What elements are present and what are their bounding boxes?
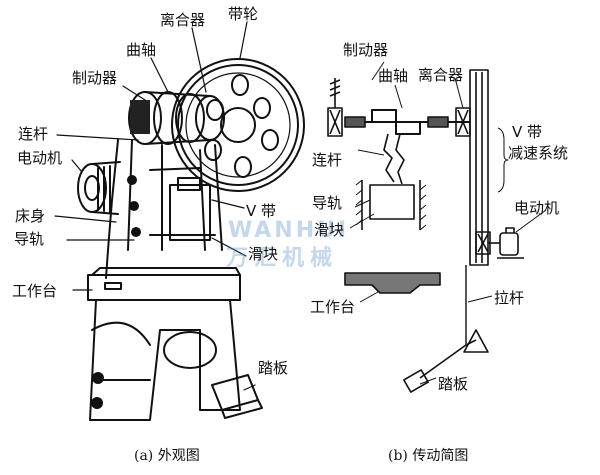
label-guide-rail-b: 导轨 (312, 194, 343, 212)
label-pulley-a: 带轮 (228, 5, 259, 23)
watermark-latin: WANHUI (228, 218, 350, 243)
label-guide-rail-a: 导轨 (14, 230, 45, 248)
worktable-block (87, 267, 241, 301)
label-connecting-rod-a: 连杆 (18, 125, 49, 143)
label-motor-b: 电动机 (514, 199, 560, 217)
label-slider-a: 滑块 (248, 245, 279, 263)
label-pedal-b: 踏板 (438, 375, 469, 393)
label-connecting-rod-b: 连杆 (312, 151, 343, 169)
label-brake-b: 制动器 (343, 41, 389, 59)
watermark-chinese: 万汇机械 (226, 246, 339, 271)
label-crankshaft-b: 曲轴 (378, 67, 409, 85)
label-crankshaft-a: 曲轴 (126, 41, 157, 59)
pedal-plate (211, 374, 263, 419)
caption-exterior-view: (a) 外观图 (134, 448, 200, 464)
label-reduction-system-b: 减速系统 (508, 144, 569, 162)
label-bed-a: 床身 (15, 207, 46, 225)
label-clutch-b: 离合器 (418, 66, 464, 84)
label-slider-b: 滑块 (314, 221, 345, 239)
label-v-belt-a: V 带 (246, 202, 277, 220)
label-brake-a: 制动器 (72, 69, 118, 87)
label-clutch-a: 离合器 (160, 11, 206, 29)
label-pedal-a: 踏板 (258, 359, 289, 377)
label-worktable-a: 工作台 (12, 282, 58, 300)
label-worktable-b: 工作台 (310, 298, 356, 316)
label-v-belt-b: V 带 (512, 123, 543, 141)
frame-body (105, 139, 223, 279)
lower-stand (89, 299, 241, 421)
motor-body (77, 161, 121, 215)
label-pull-rod-b: 拉杆 (494, 289, 525, 307)
label-motor-a: 电动机 (17, 149, 63, 167)
schematic-motor (488, 227, 524, 259)
crank-assembly (128, 91, 225, 145)
caption-transmission-diagram: (b) 传动简图 (388, 448, 469, 464)
